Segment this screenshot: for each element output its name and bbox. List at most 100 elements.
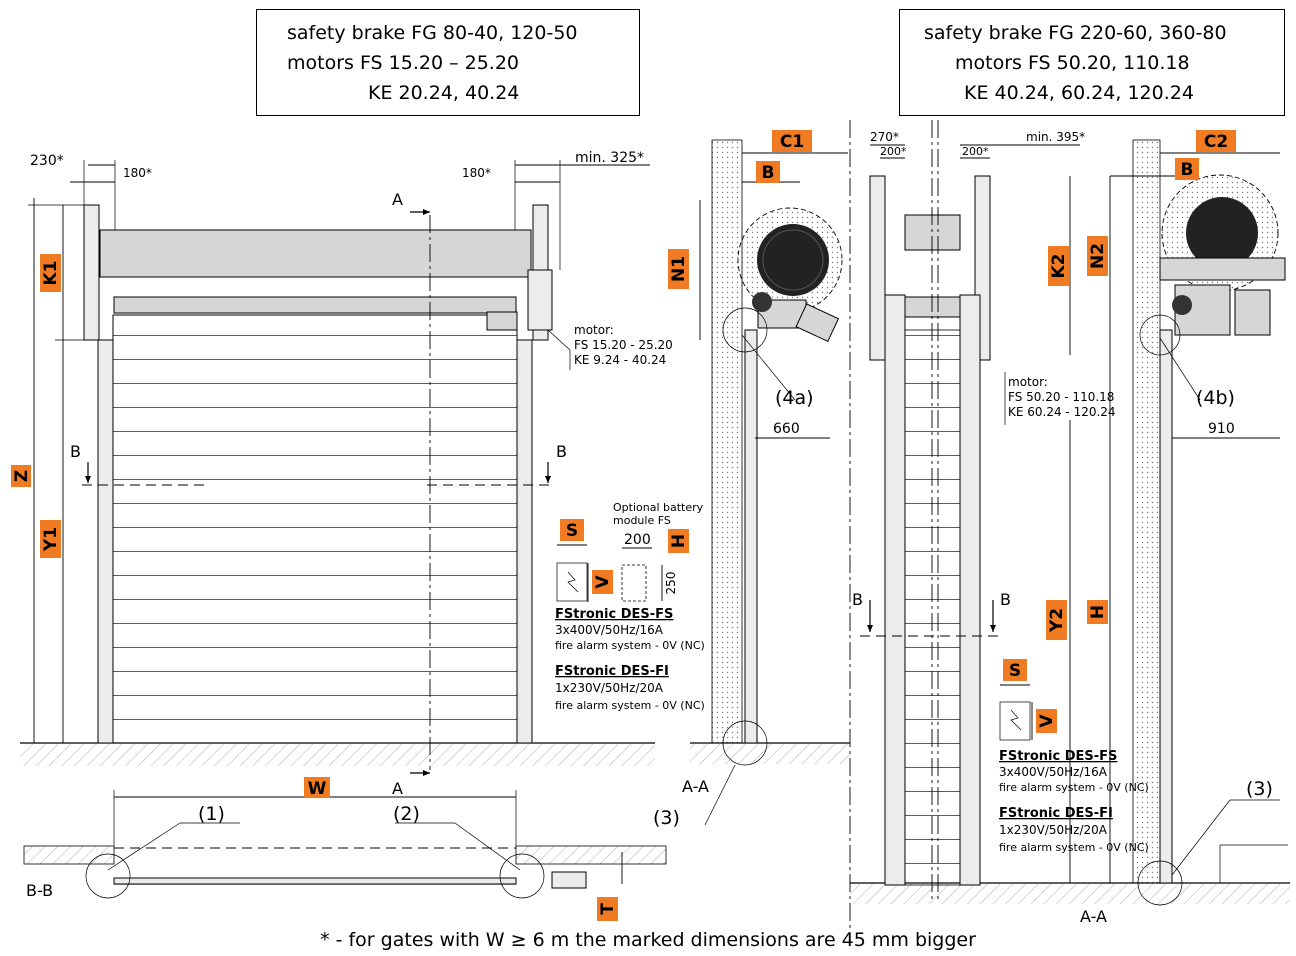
tag-C2: C2 (1196, 130, 1236, 152)
control1-des-fs-power: 3x400V/50Hz/16A (555, 623, 664, 637)
callout-1: (1) (198, 803, 225, 825)
dim-180-left: 180* (123, 166, 152, 180)
section-b2-right: B (1000, 590, 1011, 609)
section-label-aa-2: A-A (1080, 907, 1107, 926)
dim-battery-200: 200 (624, 532, 651, 548)
dim-200-left: 200* (880, 145, 907, 158)
callout-2: (2) (393, 803, 420, 825)
motor1-title: motor: (574, 323, 614, 337)
motor2-line1: FS 50.20 - 110.18 (1008, 390, 1114, 404)
spec-box-right: safety brake FG 220-60, 360-80 motors FS… (899, 9, 1285, 116)
tag-S2-text: S (1009, 661, 1021, 681)
section-a-top: A (392, 190, 403, 209)
tag-K1: K1 (40, 254, 61, 292)
dim-230: 230* (30, 153, 64, 169)
control1-des-fi-alarm: fire alarm system - 0V (NC) (555, 699, 705, 712)
section-label-aa-1: A-A (682, 777, 709, 796)
tag-B1: B (756, 161, 780, 183)
front-view-2 (850, 120, 1110, 904)
tag-W-text: W (308, 779, 327, 799)
tag-Y2: Y2 (1046, 600, 1067, 640)
tag-N1-text: N1 (669, 256, 689, 282)
section-b-left: B (70, 442, 81, 461)
dim-660: 660 (773, 421, 800, 437)
motor2-line2: KE 60.24 - 120.24 (1008, 405, 1116, 419)
dim-200-right: 200* (962, 145, 989, 158)
tag-B2-text: B (1181, 160, 1194, 180)
tag-Y2-text: Y2 (1047, 608, 1067, 633)
side-section-2 (1109, 139, 1290, 906)
spec-right-line3: KE 40.24, 60.24, 120.24 (964, 82, 1194, 104)
motor1-line1: FS 15.20 - 25.20 (574, 338, 673, 352)
spec-left-line1: safety brake FG 80-40, 120-50 (287, 22, 578, 44)
tag-T: T (597, 897, 618, 921)
motor2-title: motor: (1008, 375, 1048, 389)
control-unit-2 (999, 684, 1033, 741)
section-b-right: B (556, 442, 567, 461)
tag-C1-text: C1 (780, 132, 804, 152)
plan-view (23, 790, 667, 899)
control1-des-fi: FStronic DES-FI (555, 664, 669, 679)
tag-S1: S (560, 519, 584, 541)
dim-270: 270* (870, 130, 899, 144)
section-b2-left: B (852, 590, 863, 609)
motor1-line2: KE 9.24 - 40.24 (574, 353, 666, 367)
tag-Y1: Y1 (40, 520, 61, 558)
tag-B2: B (1175, 158, 1199, 180)
tag-H1: H (668, 529, 689, 553)
spec-right-line1: safety brake FG 220-60, 360-80 (924, 22, 1227, 44)
control1-des-fs: FStronic DES-FS (555, 607, 673, 622)
tag-H1-text: H (669, 534, 689, 548)
tag-K2: K2 (1048, 246, 1069, 286)
tag-W: W (304, 777, 330, 799)
control2-des-fs: FStronic DES-FS (999, 749, 1117, 764)
tag-K1-text: K1 (41, 260, 61, 285)
spec-box-left: safety brake FG 80-40, 120-50 motors FS … (256, 9, 640, 116)
tag-B1-text: B (762, 163, 775, 183)
callout-3-left: (3) (653, 807, 680, 829)
control2-des-fi-alarm: fire alarm system - 0V (NC) (999, 841, 1149, 854)
tag-H2-text: H (1088, 605, 1108, 619)
tag-N2-text: N2 (1088, 243, 1108, 269)
tag-S2: S (1003, 659, 1027, 681)
tag-H2: H (1087, 600, 1108, 624)
tag-S1-text: S (566, 521, 578, 541)
callout-4b: (4b) (1196, 387, 1235, 409)
control1-des-fi-power: 1x230V/50Hz/20A (555, 681, 664, 695)
control2-des-fi: FStronic DES-FI (999, 806, 1113, 821)
dim-180-right: 180* (462, 166, 491, 180)
tag-V1: V (592, 570, 613, 594)
front-view (20, 160, 655, 776)
control2-des-fs-alarm: fire alarm system - 0V (NC) (999, 781, 1149, 794)
tag-C2-text: C2 (1204, 132, 1228, 152)
callout-3-right: (3) (1246, 778, 1273, 800)
tag-Y1-text: Y1 (41, 527, 61, 552)
callout-4a: (4a) (775, 387, 814, 409)
battery-line1: Optional battery (613, 501, 704, 514)
tag-T-text: T (598, 903, 618, 915)
spec-left-line2: motors FS 15.20 – 25.20 (287, 52, 520, 74)
control2-des-fs-power: 3x400V/50Hz/16A (999, 765, 1108, 779)
tag-N1: N1 (668, 249, 689, 289)
tag-V2-text: V (1037, 714, 1057, 728)
dim-min325: min. 325* (575, 150, 644, 166)
tag-Z-text: Z (12, 470, 32, 482)
spec-left-line3: KE 20.24, 40.24 (368, 82, 520, 104)
tag-V1-text: V (593, 575, 613, 589)
control2-des-fi-power: 1x230V/50Hz/20A (999, 823, 1108, 837)
tag-V2: V (1036, 709, 1057, 733)
tag-Z: Z (11, 465, 32, 487)
dim-battery-250: 250 (664, 572, 678, 595)
spec-right-line2: motors FS 50.20, 110.18 (955, 52, 1190, 74)
footnote: * - for gates with W ≥ 6 m the marked di… (320, 929, 976, 951)
control-unit-1 (556, 544, 663, 602)
dim-910: 910 (1208, 421, 1235, 437)
tag-C1: C1 (772, 130, 812, 152)
control1-des-fs-alarm: fire alarm system - 0V (NC) (555, 639, 705, 652)
tag-K2-text: K2 (1049, 253, 1069, 278)
section-label-bb: B-B (26, 881, 53, 900)
dim-min395: min. 395* (1026, 130, 1085, 144)
battery-line2: module FS (613, 514, 671, 527)
tag-N2: N2 (1087, 236, 1108, 276)
